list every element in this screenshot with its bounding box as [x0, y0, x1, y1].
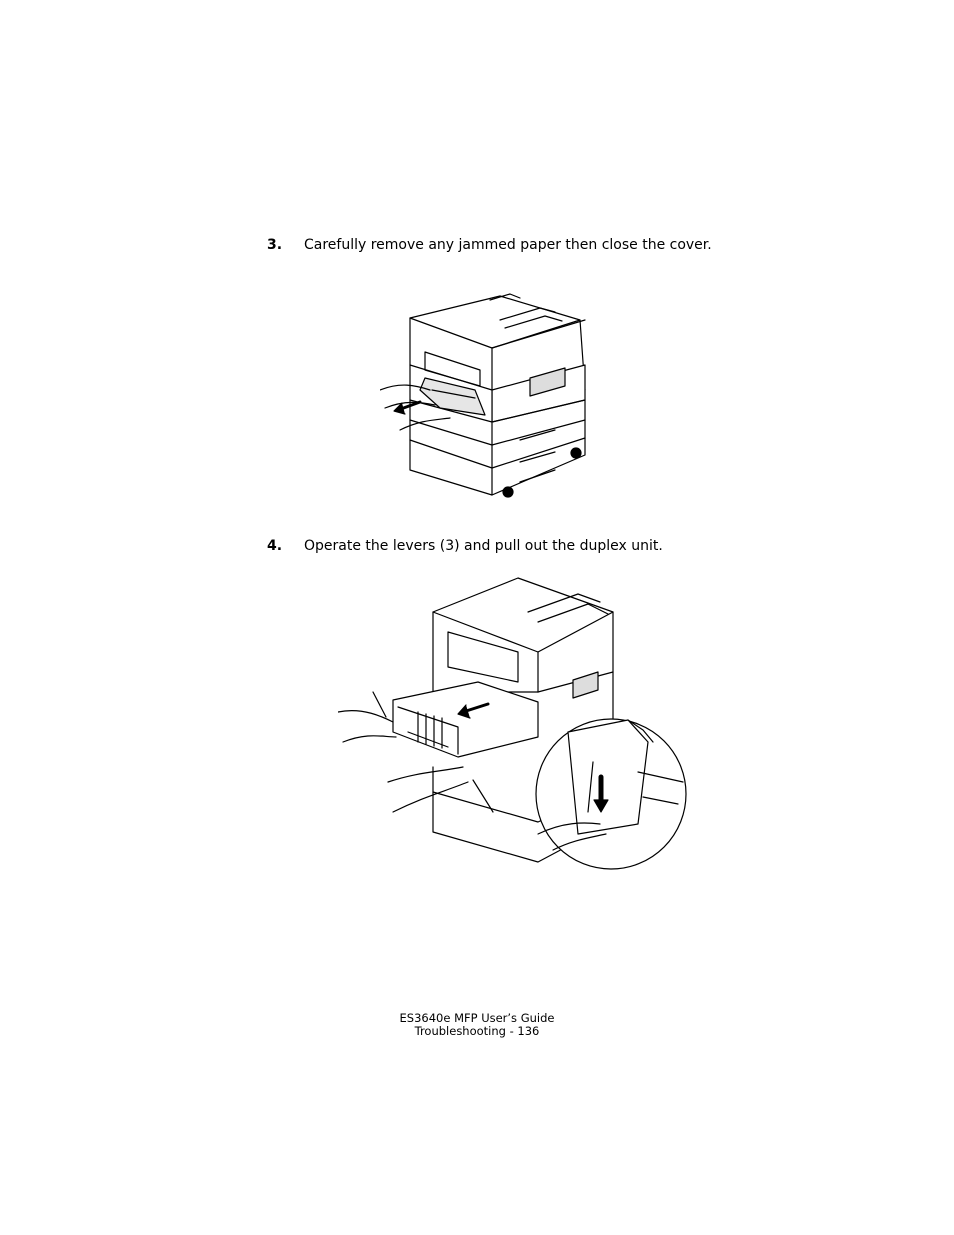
step-4: 4. Operate the levers (3) and pull out t… — [267, 537, 663, 555]
step-number: 4. — [267, 538, 283, 554]
page-footer: ES3640e MFP User’s Guide Troubleshooting… — [0, 1012, 954, 1038]
step-text: Operate the levers (3) and pull out the … — [304, 538, 663, 554]
step-text: Carefully remove any jammed paper then c… — [304, 237, 712, 253]
step-number: 3. — [267, 237, 283, 253]
footer-guide-title: ES3640e MFP User’s Guide — [399, 1011, 555, 1025]
printer-duplex-unit-illustration — [338, 572, 690, 872]
printer-paper-jam-illustration — [380, 290, 600, 502]
step-3: 3. Carefully remove any jammed paper the… — [267, 236, 712, 254]
footer-page-number: Troubleshooting - 136 — [414, 1024, 540, 1038]
